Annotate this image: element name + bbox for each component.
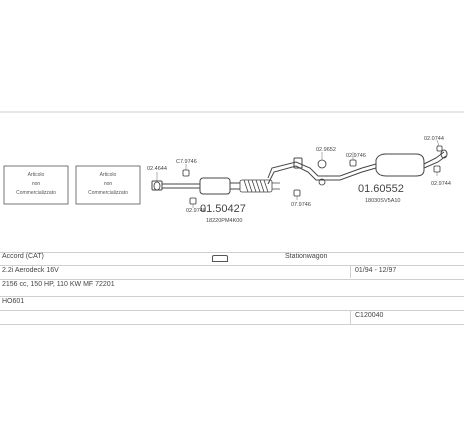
box2-line1: Articolo — [100, 172, 117, 178]
not-sold-box-1: Articolo non Commercializzato — [3, 165, 69, 205]
part-label-p6: 02.9652 — [316, 147, 336, 153]
box1-line1: Articolo — [28, 172, 45, 178]
leader-lines — [156, 139, 440, 208]
part-label-p3: 02.9746 — [186, 208, 206, 214]
rear-muffler — [375, 149, 448, 177]
code2-cell: C120040 — [355, 312, 384, 319]
box2-line2: non — [104, 181, 113, 187]
not-sold-box-2: Articolo non Commercializzato — [75, 165, 141, 205]
box1-line3: Commercializzato — [16, 190, 56, 196]
hanger-parts — [153, 145, 443, 205]
flex-pipe — [239, 179, 280, 193]
center-pipe — [267, 157, 377, 185]
front-pipe — [151, 177, 240, 195]
part-label-p10: 02.9744 — [431, 181, 451, 187]
part-label-p7: 02.9746 — [346, 153, 366, 159]
part-label-p2: C7.9746 — [176, 159, 197, 165]
box2-line3: Commercializzato — [88, 190, 128, 196]
period-cell: 01/94 - 12/97 — [355, 267, 397, 274]
part-label-p4: 01.50427 — [200, 203, 246, 215]
body-cell: Stationwagon — [285, 253, 328, 260]
part-label-p4-sub: 18220PM4K00 — [206, 218, 242, 224]
part-label-p1: 02.4644 — [147, 166, 167, 172]
part-label-p8-sub: 18030SV5A10 — [365, 198, 400, 204]
engine-cell: 2.2i Aerodeck 16V — [2, 267, 59, 274]
code1-cell: HO601 — [2, 298, 25, 305]
spec-cell: 2156 cc, 150 HP, 110 KW MF 72201 — [2, 281, 115, 288]
part-label-p8: 01.60552 — [358, 183, 404, 195]
box1-line2: non — [32, 181, 41, 187]
part-label-p9: 02.0744 — [424, 136, 444, 142]
car-icon — [212, 255, 228, 262]
model-cell: Accord (CAT) — [2, 253, 44, 260]
part-label-p5: 07.9746 — [291, 202, 311, 208]
